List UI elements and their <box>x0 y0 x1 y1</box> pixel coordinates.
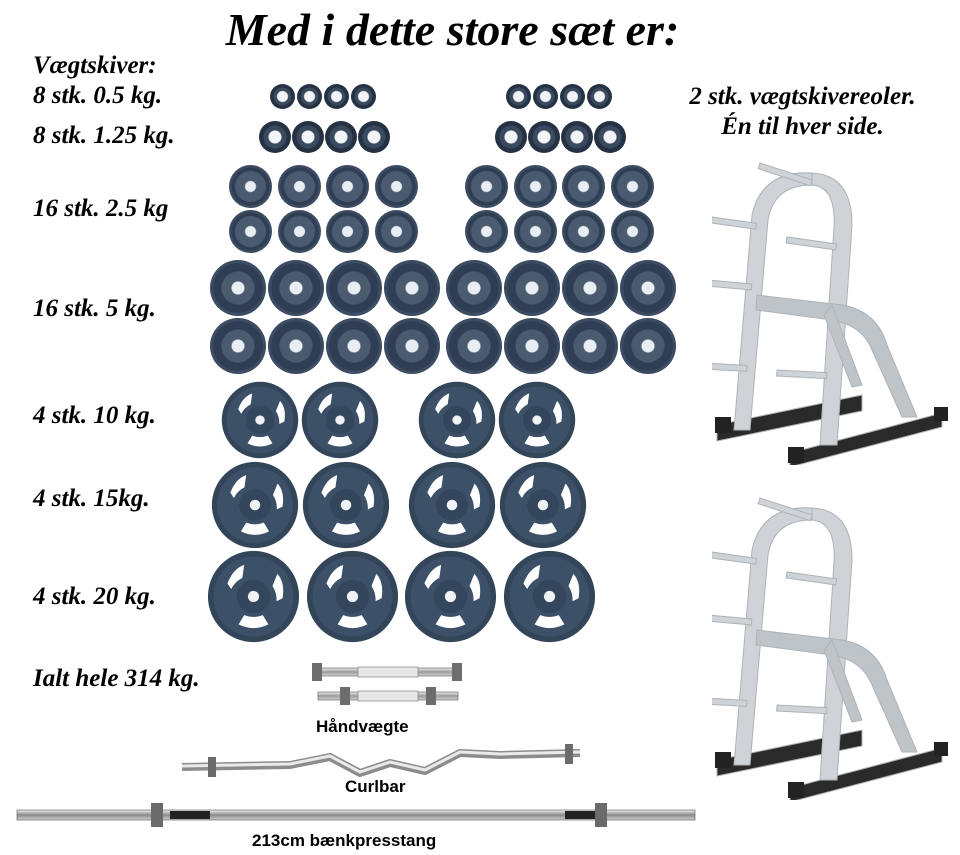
plate-20kg <box>306 550 399 643</box>
plate-1-25kg <box>325 121 357 153</box>
plate-2-5kg <box>278 165 321 208</box>
plate-2-5kg <box>465 210 508 253</box>
plate-5kg <box>620 260 676 316</box>
racks-description: 2 stk. vægtskivereoler. Én til hver side… <box>645 82 960 142</box>
plate-5kg <box>446 260 502 316</box>
plate-15kg <box>499 461 587 549</box>
plate-2-5kg <box>326 210 369 253</box>
label-1-25kg: 8 stk. 1.25 kg. <box>33 122 175 149</box>
plate-0-5kg <box>533 84 558 109</box>
plate-2-5kg <box>229 165 272 208</box>
plate-2-5kg <box>278 210 321 253</box>
plate-0-5kg <box>506 84 531 109</box>
plate-5kg <box>620 318 676 374</box>
plate-5kg <box>210 260 266 316</box>
plate-5kg <box>504 260 560 316</box>
plate-1-25kg <box>594 121 626 153</box>
plate-10kg <box>221 381 299 459</box>
plate-5kg <box>446 318 502 374</box>
plate-2-5kg <box>375 210 418 253</box>
plate-10kg <box>301 381 379 459</box>
total-weight: Ialt hele 314 kg. <box>33 665 200 692</box>
plate-10kg <box>498 381 576 459</box>
plate-5kg <box>562 318 618 374</box>
plate-0-5kg <box>297 84 322 109</box>
page-title: Med i dette store sæt er: <box>225 4 680 55</box>
plate-15kg <box>408 461 496 549</box>
plate-1-25kg <box>292 121 324 153</box>
plate-20kg <box>503 550 596 643</box>
plate-2-5kg <box>514 210 557 253</box>
plate-20kg <box>207 550 300 643</box>
plate-2-5kg <box>375 165 418 208</box>
plate-5kg <box>326 318 382 374</box>
label-15kg: 4 stk. 15kg. <box>33 485 150 512</box>
plate-5kg <box>268 260 324 316</box>
plate-2-5kg <box>562 165 605 208</box>
plate-1-25kg <box>528 121 560 153</box>
plate-2-5kg <box>611 165 654 208</box>
plate-5kg <box>562 260 618 316</box>
racks-line-2: Én til hver side. <box>721 113 884 140</box>
label-0-5kg: 8 stk. 0.5 kg. <box>33 82 163 109</box>
plate-15kg <box>302 461 390 549</box>
bench-bar-caption: 213cm bænkpresstang <box>252 831 437 850</box>
plate-5kg <box>326 260 382 316</box>
curlbar-caption: Curlbar <box>345 777 406 796</box>
curlbar-icon <box>180 743 590 779</box>
plate-1-25kg <box>259 121 291 153</box>
plate-15kg <box>211 461 299 549</box>
label-10kg: 4 stk. 10 kg. <box>33 402 156 429</box>
plate-rack-icon <box>712 490 952 800</box>
plate-2-5kg <box>611 210 654 253</box>
plate-2-5kg <box>229 210 272 253</box>
plates-heading: Vægtskiver: <box>33 52 157 79</box>
plate-1-25kg <box>495 121 527 153</box>
plate-0-5kg <box>324 84 349 109</box>
bench-press-bar-icon <box>15 800 700 830</box>
plate-2-5kg <box>465 165 508 208</box>
plate-0-5kg <box>270 84 295 109</box>
plate-rack-icon <box>712 155 952 465</box>
plate-5kg <box>384 260 440 316</box>
plate-2-5kg <box>514 165 557 208</box>
label-5kg: 16 stk. 5 kg. <box>33 295 156 322</box>
plate-0-5kg <box>560 84 585 109</box>
plate-5kg <box>384 318 440 374</box>
plate-5kg <box>504 318 560 374</box>
plate-5kg <box>268 318 324 374</box>
plate-0-5kg <box>351 84 376 109</box>
racks-line-1: 2 stk. vægtskivereoler. <box>689 83 916 110</box>
plate-1-25kg <box>358 121 390 153</box>
plate-0-5kg <box>587 84 612 109</box>
label-2-5kg: 16 stk. 2.5 kg <box>33 195 169 222</box>
plate-5kg <box>210 318 266 374</box>
plate-2-5kg <box>326 165 369 208</box>
dumbbells-caption: Håndvægte <box>316 717 409 736</box>
dumbbell-handles-icon <box>308 660 468 712</box>
plate-10kg <box>418 381 496 459</box>
plate-2-5kg <box>562 210 605 253</box>
plate-20kg <box>404 550 497 643</box>
plate-1-25kg <box>561 121 593 153</box>
label-20kg: 4 stk. 20 kg. <box>33 583 156 610</box>
